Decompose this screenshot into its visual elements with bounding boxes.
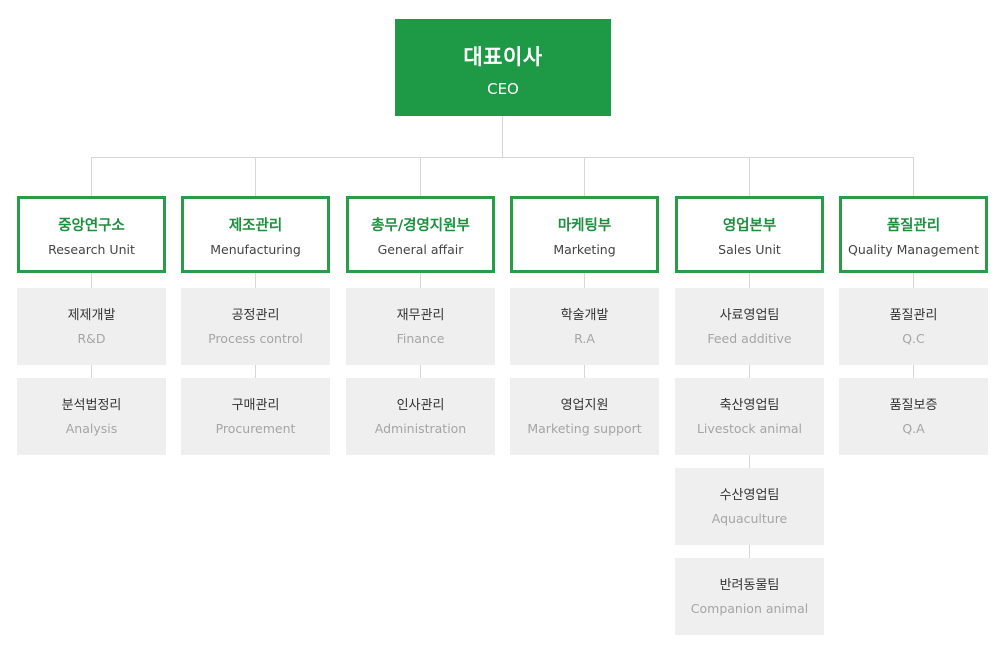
dept-quality-management: 품질관리 Quality Management (839, 196, 988, 273)
team-name-en: Livestock animal (696, 421, 803, 436)
team-name-ko: 수산영업팀 (719, 488, 780, 503)
team-name-en: Companion animal (690, 601, 809, 616)
team-name-ko: 품질보증 (889, 398, 938, 413)
dept-marketing: 마케팅부 Marketing (510, 196, 659, 273)
dept-name-ko: 영업본부 (722, 218, 777, 234)
team-box: 학술개발 R.A (510, 288, 659, 365)
team-box: 축산영업팀 Livestock animal (675, 378, 824, 455)
dept-name-en: Marketing (553, 242, 616, 257)
team-box: 제제개발 R&D (17, 288, 166, 365)
connector-dept-6 (913, 157, 914, 196)
dept-name-en: Quality Management (848, 242, 979, 257)
team-box: 반려동물팀 Companion animal (675, 558, 824, 635)
team-box: 분석법정리 Analysis (17, 378, 166, 455)
ceo-title-en: CEO (487, 80, 519, 98)
team-name-en: R.A (574, 331, 595, 346)
dept-name-ko: 제조관리 (228, 218, 283, 234)
connector-dept-4 (584, 157, 585, 196)
team-name-ko: 분석법정리 (61, 398, 122, 413)
connector-dept-3 (420, 157, 421, 196)
team-box: 품질보증 Q.A (839, 378, 988, 455)
team-name-ko: 축산영업팀 (719, 398, 780, 413)
team-name-ko: 학술개발 (560, 308, 609, 323)
team-box: 재무관리 Finance (346, 288, 495, 365)
team-box: 영업지원 Marketing support (510, 378, 659, 455)
team-name-ko: 인사관리 (396, 398, 445, 413)
connector-horizontal (91, 157, 914, 158)
dept-name-ko: 마케팅부 (557, 218, 612, 234)
ceo-box: 대표이사 CEO (395, 19, 611, 116)
connector-dept-5 (749, 157, 750, 196)
team-name-en: Process control (208, 331, 303, 346)
team-name-en: Aquaculture (711, 511, 788, 526)
dept-name-en: Sales Unit (718, 242, 781, 257)
team-box: 사료영업팀 Feed additive (675, 288, 824, 365)
dept-name-en: Menufacturing (210, 242, 301, 257)
team-box: 품질관리 Q.C (839, 288, 988, 365)
dept-name-ko: 중앙연구소 (58, 218, 125, 234)
team-box: 구매관리 Procurement (181, 378, 330, 455)
dept-name-ko: 품질관리 (886, 218, 941, 234)
team-name-ko: 영업지원 (560, 398, 609, 413)
team-name-en: R&D (77, 331, 106, 346)
dept-name-en: Research Unit (48, 242, 135, 257)
dept-manufacturing: 제조관리 Menufacturing (181, 196, 330, 273)
team-name-en: Finance (396, 331, 445, 346)
connector-dept-2 (255, 157, 256, 196)
team-name-ko: 재무관리 (396, 308, 445, 323)
team-name-ko: 사료영업팀 (719, 308, 780, 323)
dept-sales-unit: 영업본부 Sales Unit (675, 196, 824, 273)
team-name-en: Administration (374, 421, 467, 436)
dept-general-affair: 총무/경영지원부 General affair (346, 196, 495, 273)
dept-research-unit: 중앙연구소 Research Unit (17, 196, 166, 273)
team-box: 인사관리 Administration (346, 378, 495, 455)
connector-ceo-vertical (502, 116, 503, 158)
team-name-ko: 구매관리 (231, 398, 280, 413)
team-name-en: Procurement (215, 421, 296, 436)
team-name-ko: 공정관리 (231, 308, 280, 323)
team-name-ko: 반려동물팀 (719, 578, 780, 593)
team-name-en: Q.C (902, 331, 925, 346)
team-box: 공정관리 Process control (181, 288, 330, 365)
team-name-ko: 제제개발 (67, 308, 116, 323)
dept-name-en: General affair (377, 242, 464, 257)
team-name-en: Analysis (65, 421, 118, 436)
team-name-en: Feed additive (707, 331, 792, 346)
team-name-en: Q.A (902, 421, 925, 436)
dept-name-ko: 총무/경영지원부 (371, 218, 470, 234)
connector-dept-1 (91, 157, 92, 196)
team-box: 수산영업팀 Aquaculture (675, 468, 824, 545)
team-name-en: Marketing support (527, 421, 642, 436)
ceo-title-ko: 대표이사 (463, 45, 543, 69)
team-name-ko: 품질관리 (889, 308, 938, 323)
